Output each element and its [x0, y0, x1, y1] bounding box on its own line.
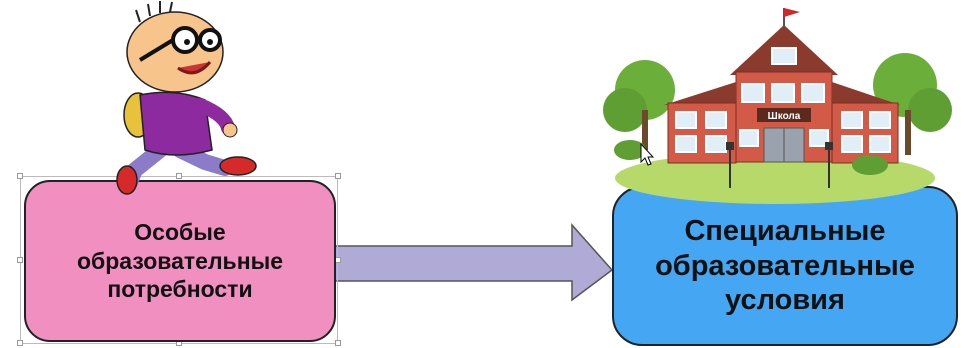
- special-conditions-box[interactable]: Специальные образовательные условия: [612, 186, 958, 346]
- resize-handle[interactable]: [17, 257, 23, 263]
- resize-handle[interactable]: [335, 340, 341, 346]
- left-box-line-1: Особые: [134, 218, 226, 245]
- right-box-line-3: условия: [725, 284, 845, 317]
- resize-handle[interactable]: [17, 173, 23, 179]
- left-box-line-2: образовательные: [76, 247, 284, 274]
- left-box-line-3: потребности: [107, 276, 253, 303]
- right-box-line-2: образовательные: [655, 249, 915, 282]
- resize-handle[interactable]: [335, 173, 341, 179]
- resize-handle[interactable]: [17, 340, 23, 346]
- special-needs-box[interactable]: Особые образовательные потребности: [24, 180, 336, 342]
- resize-handle[interactable]: [176, 173, 182, 179]
- right-box-line-1: Специальные: [684, 214, 886, 247]
